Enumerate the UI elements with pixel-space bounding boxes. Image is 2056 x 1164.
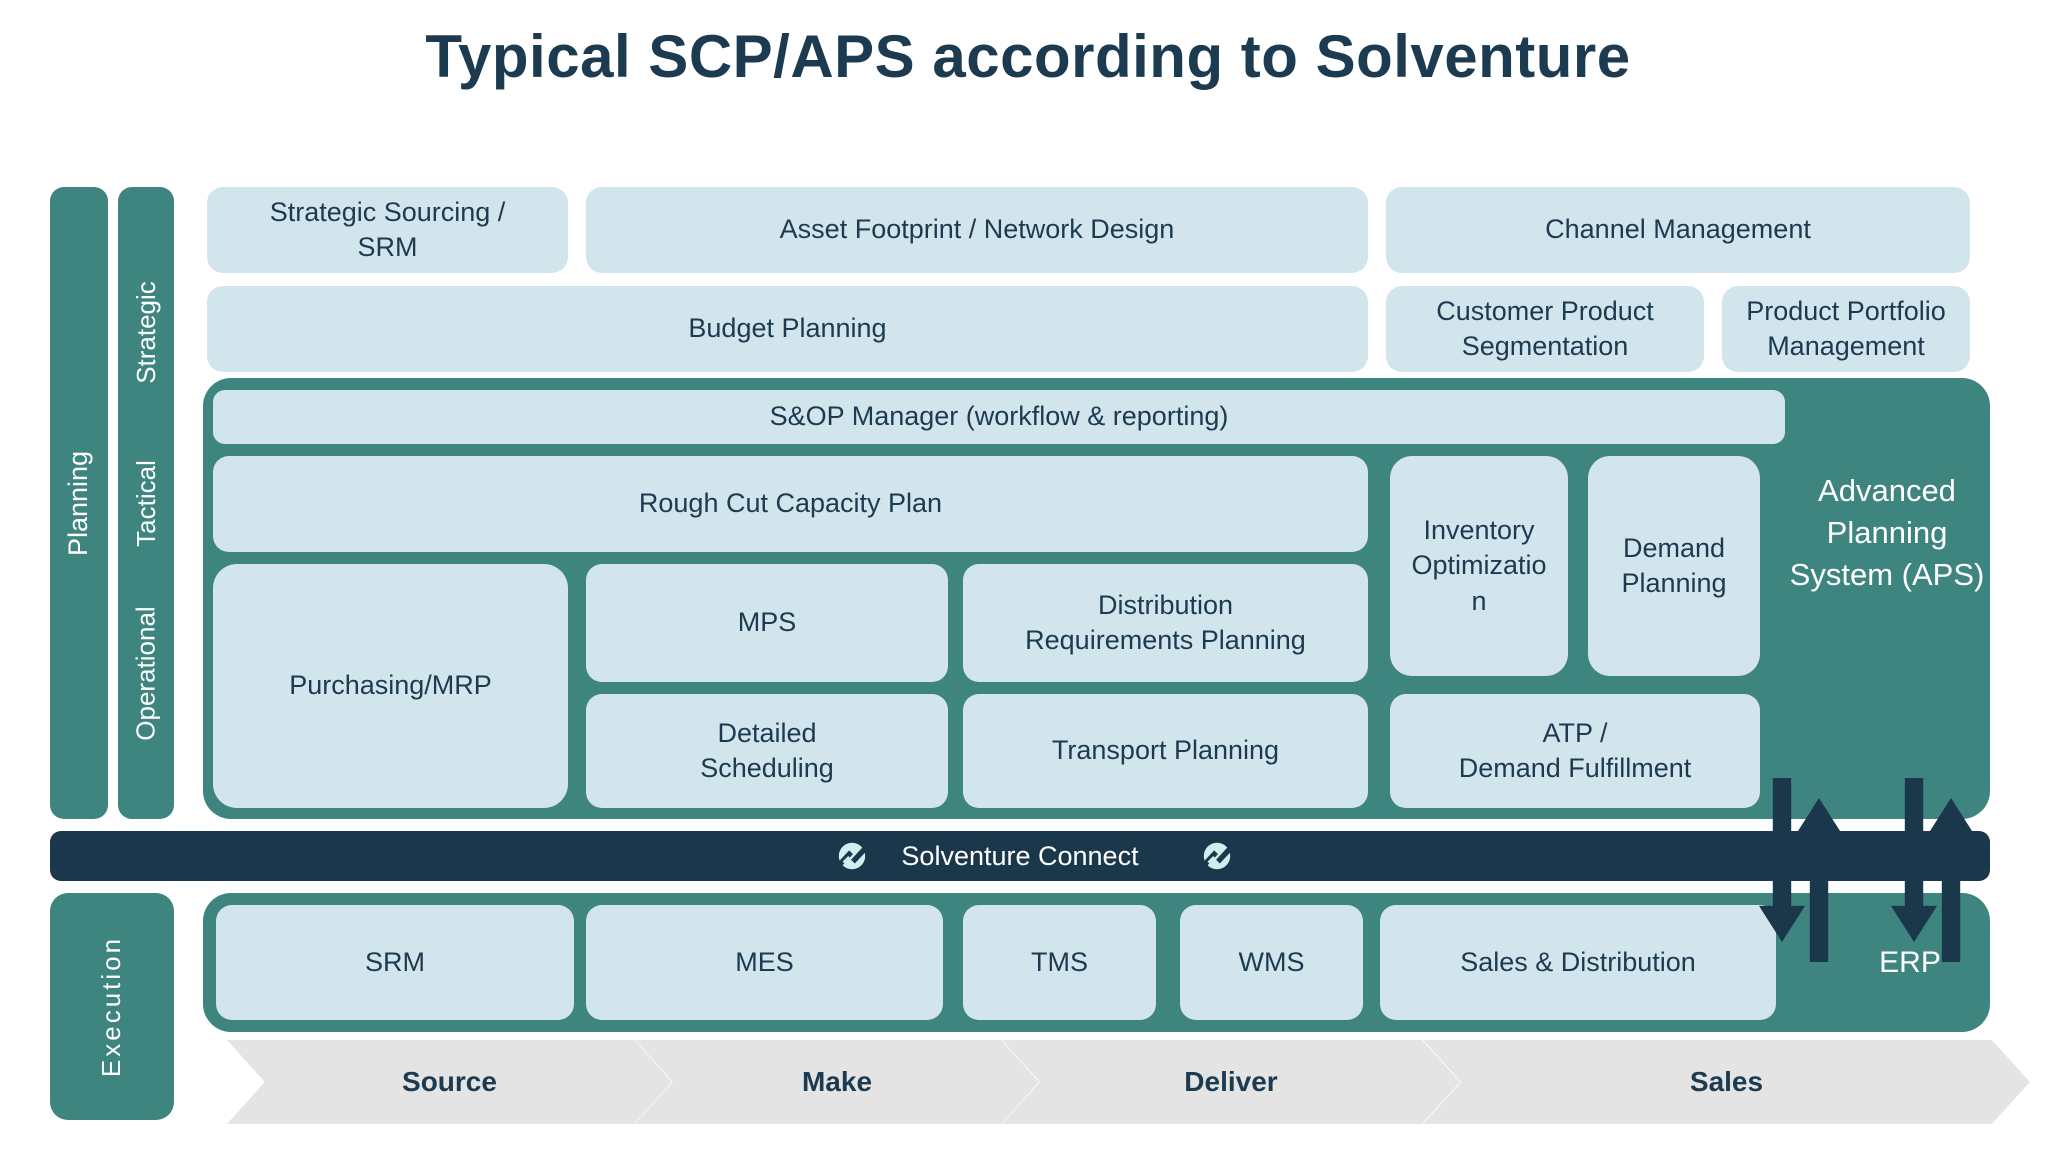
box-mps: MPS <box>586 564 948 682</box>
solventure-logo-icon <box>836 842 868 870</box>
chevron-make: Make <box>635 1040 1039 1124</box>
execution-label: Execution <box>96 935 127 1078</box>
chevron-deliver: Deliver <box>1002 1040 1460 1124</box>
box-drp: Distribution Requirements Planning <box>963 564 1368 682</box>
level-tactical-label: Tactical <box>130 459 161 547</box>
page-title: Typical SCP/APS according to Solventure <box>425 23 1631 90</box>
connect-label: Solventure Connect <box>901 840 1139 871</box>
aps-title: Advanced Planning System (APS) <box>1789 473 1985 592</box>
box-rough-cut: Rough Cut Capacity Plan <box>213 456 1368 552</box>
box-demand-planning: Demand Planning <box>1588 456 1760 676</box>
box-wms: WMS <box>1180 905 1363 1020</box>
planning-label: Planning <box>63 450 94 556</box>
box-customer-segmentation: Customer Product Segmentation <box>1386 286 1704 372</box>
box-transport-planning: Transport Planning <box>963 694 1368 808</box>
level-strategic-label: Strategic <box>130 281 161 384</box>
box-channel-management: Channel Management <box>1386 187 1970 273</box>
box-mes: MES <box>586 905 943 1020</box>
box-budget-planning: Budget Planning <box>207 286 1368 372</box>
box-asset-footprint: Asset Footprint / Network Design <box>586 187 1368 273</box>
erp-label: ERP <box>1879 945 1941 979</box>
box-inventory-optimization: Inventory Optimization <box>1390 456 1568 676</box>
connect-bar: Solventure Connect <box>50 831 1990 881</box>
planning-levels-bar: Strategic Tactical Operational <box>118 187 174 819</box>
box-sales-distribution: Sales & Distribution <box>1380 905 1776 1020</box>
planning-bar: Planning <box>50 187 108 819</box>
solventure-logo-icon <box>1201 842 1233 870</box>
box-product-portfolio: Product Portfolio Management <box>1722 286 1970 372</box>
chevron-sales: Sales <box>1423 1040 2030 1124</box>
level-operational-label: Operational <box>130 606 161 741</box>
box-strategic-sourcing: Strategic Sourcing / SRM <box>207 187 568 273</box>
box-atp-fulfillment: ATP / Demand Fulfillment <box>1390 694 1760 808</box>
box-srm: SRM <box>216 905 574 1020</box>
chevron-source: Source <box>227 1040 672 1124</box>
execution-bar: Execution <box>50 893 174 1120</box>
box-sop-manager: S&OP Manager (workflow & reporting) <box>213 390 1785 444</box>
box-detailed-scheduling: Detailed Scheduling <box>586 694 948 808</box>
box-purchasing-mrp: Purchasing/MRP <box>213 564 568 808</box>
box-tms: TMS <box>963 905 1156 1020</box>
